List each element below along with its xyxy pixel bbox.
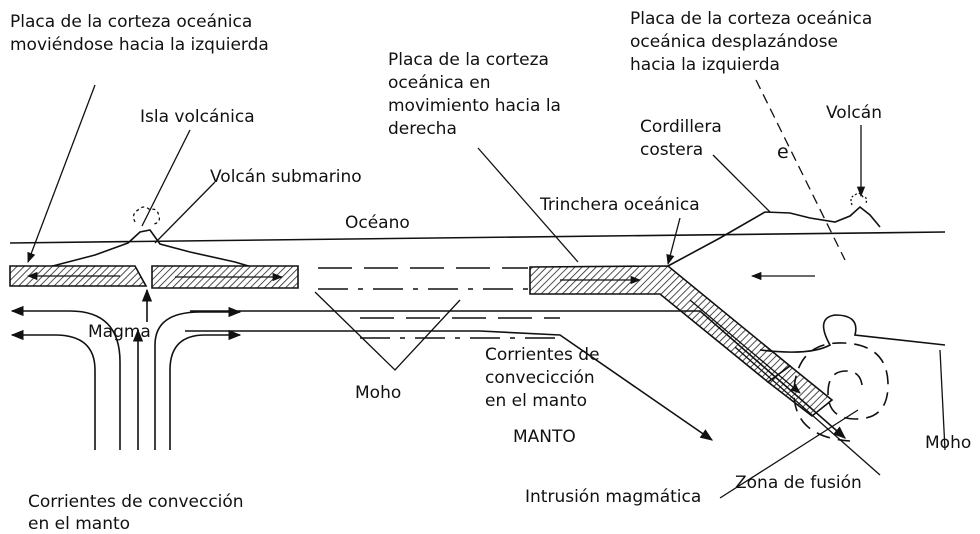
leader-submarine-volcano [154,181,216,244]
label-plate-right-line2: oceánica en [388,73,491,93]
label-coastal-range-line1: Cordillera [640,117,722,137]
label-currents-line1: Corrientes de [485,345,600,365]
label-plate-far-line3: hacia la izquierda [630,55,780,75]
label-plate-far-line2: oceánica desplazándose [630,32,838,52]
label-volcanic-island: Isla volcánica [140,107,255,127]
left-loop-right-a [169,329,242,450]
leader-intrusion [719,409,859,499]
label-trench: Trinchera oceánica [539,195,700,215]
volcano-vent [850,192,868,206]
label-mantle: MANTO [513,427,576,447]
label-ocean: Océano [345,213,410,233]
label-plate-right-line1: Placa de la corteza [388,50,549,70]
label-moho-right: Moho [925,433,971,453]
coastal-range [667,205,881,267]
label-plate-right-line3: movimiento hacia la [388,96,561,116]
leader-plate-far [755,79,846,261]
leader-plate-right [477,147,579,263]
leader-plate-left [27,84,96,263]
leader-island [141,129,191,227]
eruption-cloud [132,206,161,225]
label-plate-far-line1: Placa de la corteza oceánica [630,9,872,29]
label-bottom-currents-line2: en el manto [28,514,130,534]
label-plate-left-line1: Placa de la corteza oceánica [10,12,252,32]
label-submarine-volcano: Volcán submarino [210,167,362,187]
leader-trench [666,217,681,266]
leader-moho-center [314,291,461,371]
label-bottom-currents-line1: Corrientes de convección [28,492,244,512]
subducting-plate-inner-arrow [689,299,801,394]
label-plate-right-line4: derecha [388,119,457,139]
left-loop-outer [10,305,121,450]
left-loop-right-b [154,306,242,450]
leader-coastal-range [712,154,771,213]
convection-line-upper [190,310,846,439]
convection-line-lower [185,330,714,441]
label-currents-line3: en el manto [485,391,587,411]
label-coastal-range-line2: costera [640,140,703,160]
label-magma: Magma [88,322,151,342]
left-loop-inner-a [10,329,96,450]
fusion-zone-spiral [793,342,889,442]
ocean-surface-line [9,231,946,244]
fusion-zone-bulge [759,314,946,353]
volcanic-island [44,229,256,269]
label-currents-line2: convecicción [485,368,595,388]
label-intrusion: Intrusión magmática [525,487,701,507]
label-moho-center: Moho [355,383,401,403]
moho-right-tick [939,349,946,451]
label-volcano: Volcán [826,103,882,123]
label-plate-left-line2: moviéndose hacia la izquierda [10,35,269,55]
leader-fusion-zone [734,346,881,476]
label-letter-e: e [777,141,789,163]
label-fusion-zone: Zona de fusión [735,473,862,493]
